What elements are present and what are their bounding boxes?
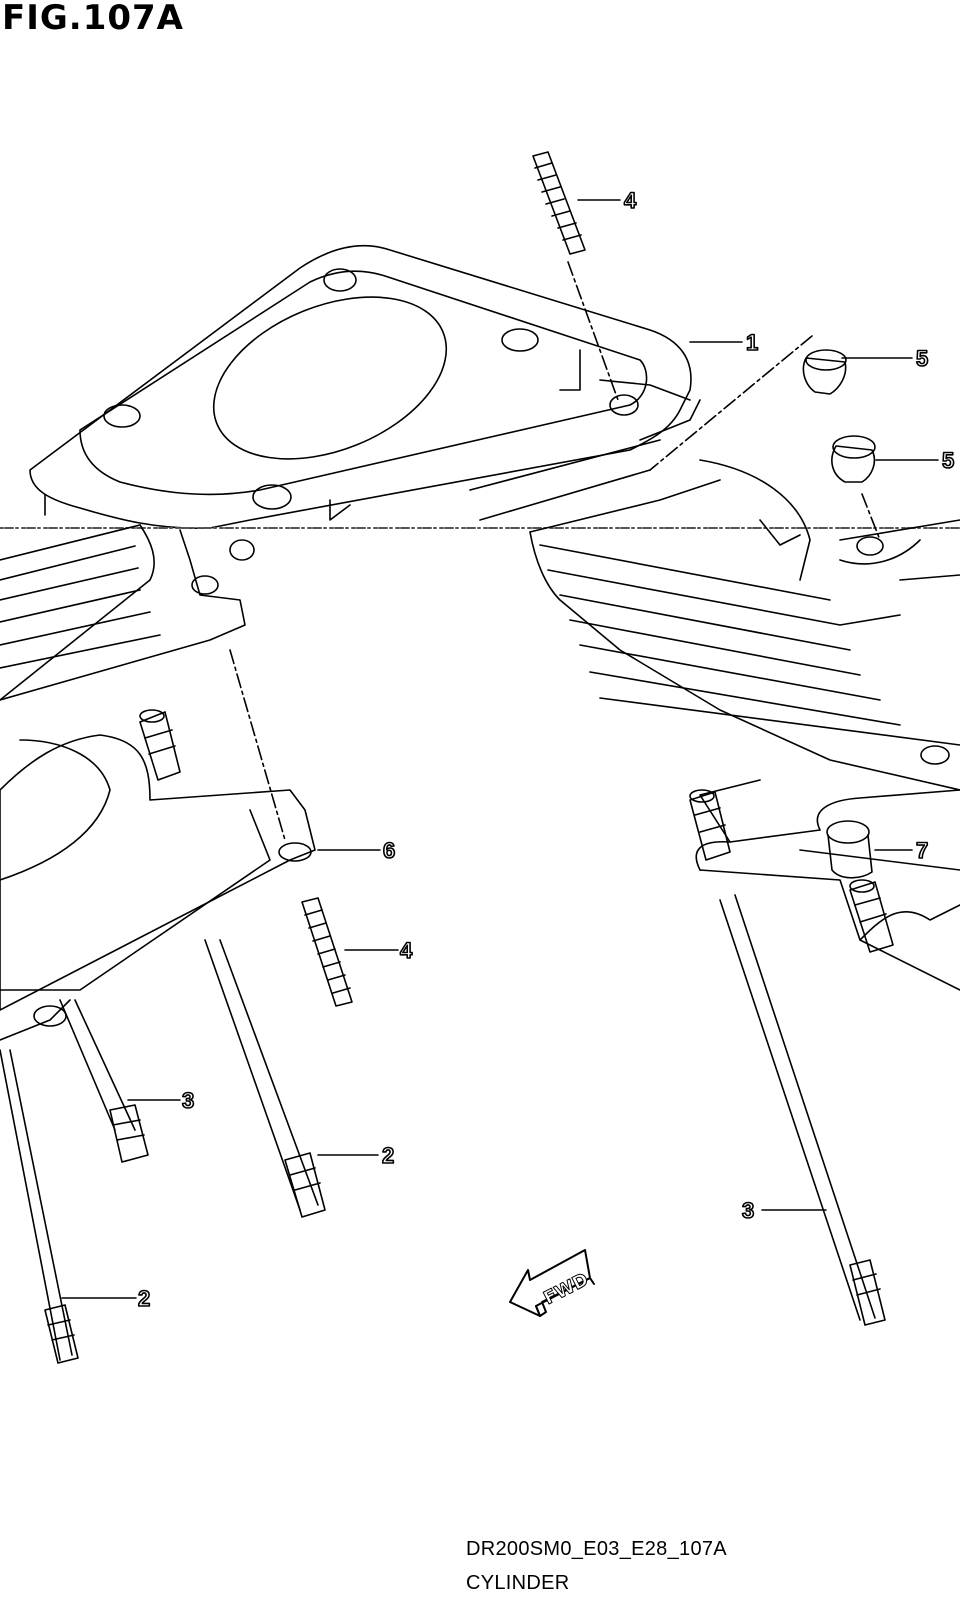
callout-2-left: 2: [138, 1286, 150, 1311]
figure-name: CYLINDER: [466, 1572, 570, 1594]
leader-lines: [61, 199, 939, 1299]
guide-lines: [229, 261, 881, 841]
callout-labels: 4 1 5 5 6 7 4 3 2 2 3: [137, 187, 955, 1312]
figure-title: FIG.107A: [2, 0, 184, 38]
callout-6: 6: [383, 838, 395, 863]
short-studs: [301, 151, 586, 1007]
cylinder-part: [29, 244, 701, 530]
dowel-pins: [139, 709, 894, 953]
fwd-arrow-icon: FWD: [509, 1249, 595, 1317]
nuts-and-sleeve: [802, 349, 876, 879]
stud-bolts: [0, 894, 886, 1364]
callout-4-top: 4: [624, 188, 637, 213]
callout-5-top: 5: [916, 346, 928, 371]
callout-3-left: 3: [182, 1088, 194, 1113]
callout-7: 7: [916, 838, 928, 863]
callout-4-lower: 4: [400, 938, 413, 963]
callout-3-right: 3: [742, 1198, 754, 1223]
cylinder-body-right: [529, 459, 960, 991]
callout-2-middle: 2: [382, 1143, 394, 1168]
drawing-code: DR200SM0_E03_E28_107A: [466, 1538, 727, 1560]
callout-1: 1: [746, 330, 758, 355]
cylinder-fins-left: [0, 524, 255, 701]
callout-5-lower: 5: [942, 448, 954, 473]
